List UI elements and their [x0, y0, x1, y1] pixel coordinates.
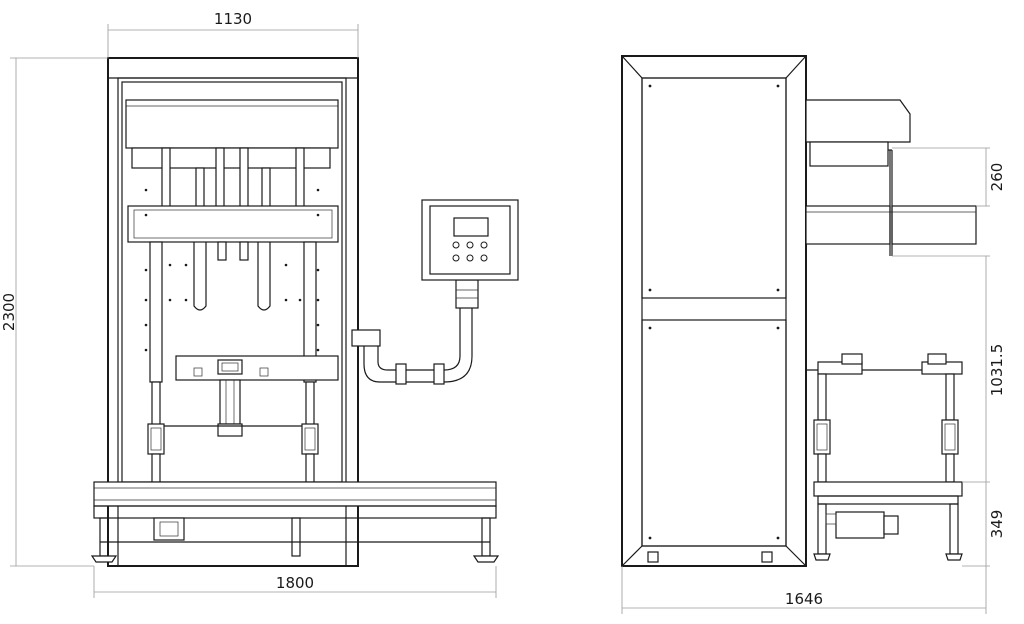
control-arm: [351, 279, 479, 385]
side-gap-label: 260: [988, 163, 1006, 192]
side-mid-dimension: 1031.5: [892, 255, 1006, 483]
mounting-holes: [144, 188, 320, 352]
side-view: 260 1031.5 349 1646: [621, 55, 1006, 614]
side-gap-dimension: 260: [892, 147, 1006, 207]
side-base-dimension: 349: [962, 482, 1006, 567]
side-mid-beam: [805, 196, 977, 256]
base-table: [90, 481, 500, 563]
side-base: [813, 481, 963, 561]
side-width-dimension: 1646: [621, 566, 987, 614]
top-housing: [125, 99, 339, 149]
side-width-label: 1646: [785, 590, 823, 608]
upper-door: [641, 77, 787, 299]
control-screen: [453, 217, 489, 237]
side-mid-label: 1031.5: [988, 344, 1006, 397]
side-cabinet: [621, 55, 807, 567]
front-top-width-label: 1130: [214, 10, 252, 28]
side-base-label: 349: [988, 510, 1006, 539]
lift-cylinders: [147, 381, 319, 483]
front-height-dimension: 2300: [0, 57, 108, 567]
lower-door: [641, 319, 787, 547]
front-view: 1130 2300 1800: [0, 10, 519, 598]
front-base-dimension: 1800: [93, 566, 497, 598]
side-top-head: [805, 99, 911, 196]
middle-beam: [127, 205, 339, 243]
lower-crossbar: [175, 355, 339, 381]
control-panel: [421, 199, 519, 281]
front-top-dimension: 1130: [107, 10, 359, 58]
front-base-width-label: 1800: [276, 574, 314, 592]
front-height-label: 2300: [0, 293, 18, 331]
side-lower-brackets: [806, 353, 963, 483]
